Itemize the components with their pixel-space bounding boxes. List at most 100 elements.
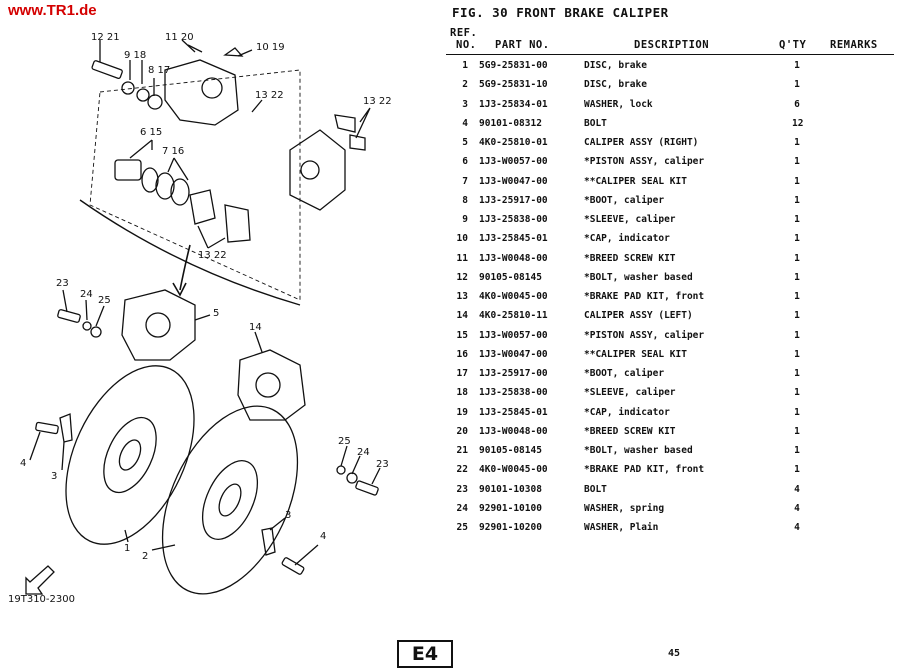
description-cell: WASHER, lock: [584, 98, 653, 110]
qty-cell: 4: [794, 522, 800, 533]
description-cell: **CALIPER SEAL KIT: [584, 348, 687, 360]
callout-23-a: 23: [56, 278, 69, 289]
description-cell: **CALIPER SEAL KIT: [584, 175, 687, 187]
callout-3-b: 3: [285, 510, 291, 521]
description-cell: *CAP, indicator: [584, 233, 670, 245]
part-number-cell: 1J3-W0057-00: [479, 329, 548, 341]
ref-cell: 24: [456, 502, 468, 514]
part-number-cell: 90105-08145: [479, 271, 542, 283]
table-row: 3 1J3-25834-01 WASHER, lock 6: [446, 99, 896, 117]
callout-25-a: 25: [98, 295, 111, 306]
qty-cell: 4: [794, 483, 800, 495]
callout-8-17: 8 17: [148, 65, 170, 76]
ref-cell: 19: [456, 406, 468, 418]
description-cell: DISC, brake: [584, 79, 647, 91]
figure-title: FIG. 30 FRONT BRAKE CALIPER: [452, 5, 669, 20]
header-ref-line2: NO.: [456, 39, 477, 51]
callout-13-22-b: 13 22: [363, 96, 392, 107]
qty-cell: 1: [794, 406, 800, 418]
part-number-cell: 4K0-25810-11: [479, 310, 548, 322]
ref-cell: 20: [456, 425, 468, 437]
ref-cell: 11: [456, 252, 468, 264]
description-cell: *BOLT, washer based: [584, 271, 693, 283]
ref-cell: 22: [456, 464, 468, 476]
part-number-cell: 90101-08312: [479, 117, 542, 129]
ref-cell: 12: [456, 271, 468, 283]
header-ref-line1: REF.: [450, 27, 478, 39]
ref-cell: 13: [456, 291, 468, 302]
ref-cell: 3: [462, 98, 468, 110]
part-number-cell: 4K0-25810-01: [479, 137, 548, 148]
description-cell: WASHER, spring: [584, 502, 665, 514]
header-qty: Q'TY: [779, 39, 807, 51]
description-cell: WASHER, Plain: [584, 522, 659, 533]
callout-12-21: 12 21: [91, 32, 120, 43]
part-number-cell: 90101-10308: [479, 483, 542, 495]
description-cell: *BRAKE PAD KIT, front: [584, 464, 705, 476]
part-number-cell: 1J3-W0047-00: [479, 175, 548, 187]
part-number-cell: 1J3-25838-00: [479, 214, 548, 225]
callout-7-16: 7 16: [162, 146, 184, 157]
ref-cell: 18: [456, 387, 468, 399]
part-number-cell: 4K0-W0045-00: [479, 291, 548, 302]
table-row: 24 92901-10100 WASHER, spring 4: [446, 503, 896, 521]
callout-14: 14: [249, 322, 262, 333]
part-number-cell: 1J3-W0047-00: [479, 348, 548, 360]
site-link[interactable]: www.TR1.de: [8, 2, 97, 19]
ref-cell: 9: [462, 214, 468, 225]
description-cell: DISC, brake: [584, 60, 647, 71]
header-divider: [446, 54, 894, 55]
part-number-cell: 1J3-25834-01: [479, 98, 548, 110]
description-cell: CALIPER ASSY (LEFT): [584, 310, 693, 322]
qty-cell: 1: [794, 252, 800, 264]
qty-cell: 1: [794, 79, 800, 91]
ref-cell: 2: [462, 79, 468, 91]
header-remarks: REMARKS: [830, 39, 878, 51]
callout-9-18: 9 18: [124, 50, 146, 61]
callout-1: 1: [124, 543, 130, 554]
ref-cell: 15: [456, 329, 468, 341]
qty-cell: 1: [794, 329, 800, 341]
drawing-code: 19T310-2300: [8, 594, 75, 605]
part-number-cell: 92901-10100: [479, 502, 542, 514]
part-number-cell: 1J3-W0057-00: [479, 156, 548, 168]
description-cell: *BOLT, washer based: [584, 445, 693, 456]
qty-cell: 6: [794, 98, 800, 110]
qty-cell: 4: [794, 502, 800, 514]
table-row: 18 1J3-25838-00 *SLEEVE, caliper 1: [446, 387, 896, 405]
qty-cell: 1: [794, 271, 800, 283]
callout-5: 5: [213, 308, 219, 319]
callout-13-22-c: 13 22: [198, 250, 227, 261]
ref-cell: 14: [456, 310, 468, 322]
qty-cell: 1: [794, 291, 800, 302]
callout-6-15: 6 15: [140, 127, 162, 138]
ref-cell: 6: [462, 156, 468, 168]
callout-24-b: 24: [357, 447, 370, 458]
description-cell: *BOOT, caliper: [584, 194, 665, 206]
callout-13-22-a: 13 22: [255, 90, 284, 101]
callout-10-19: 10 19: [256, 42, 285, 53]
description-cell: *BREED SCREW KIT: [584, 425, 676, 437]
qty-cell: 1: [794, 387, 800, 399]
part-number-cell: 1J3-25838-00: [479, 387, 548, 399]
qty-cell: 1: [794, 464, 800, 476]
ref-cell: 8: [462, 194, 468, 206]
description-cell: CALIPER ASSY (RIGHT): [584, 137, 699, 148]
description-cell: *SLEEVE, caliper: [584, 387, 676, 399]
callout-11-20: 11 20: [165, 32, 194, 43]
callout-25-b: 25: [338, 436, 351, 447]
part-number-cell: 1J3-25917-00: [479, 194, 548, 206]
